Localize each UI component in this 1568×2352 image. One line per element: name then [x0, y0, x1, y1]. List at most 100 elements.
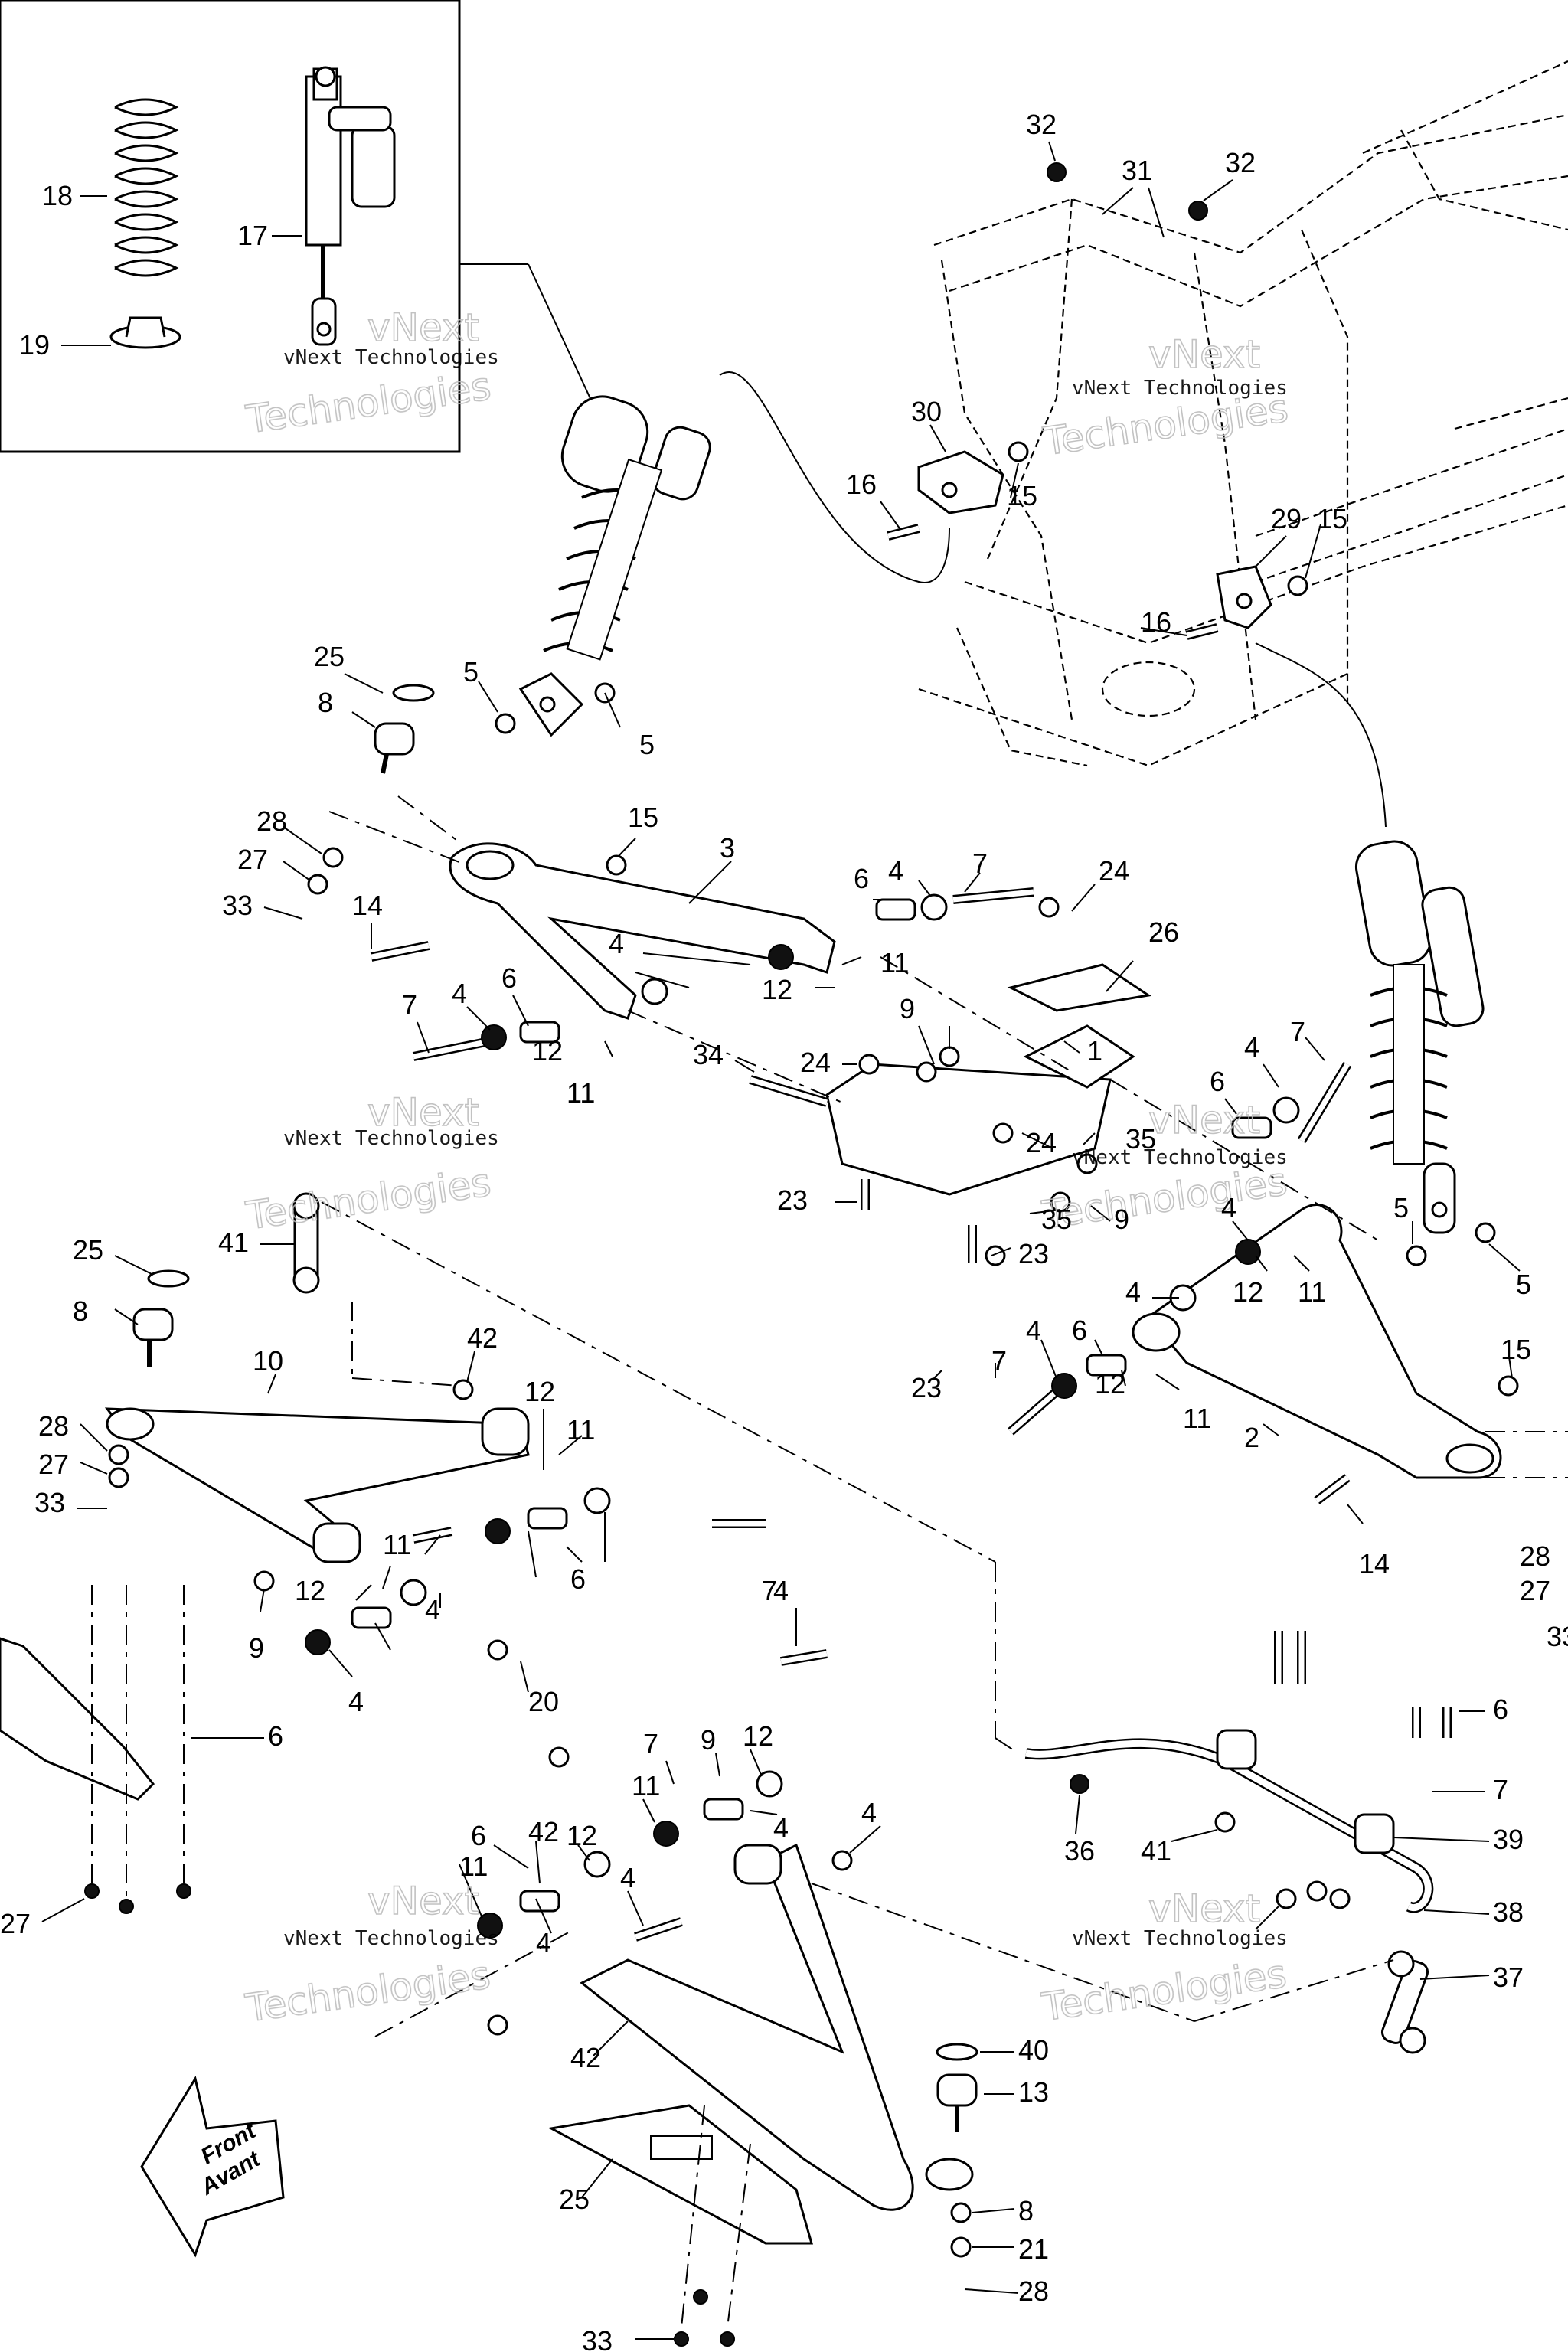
callout-number: 15	[1007, 480, 1037, 511]
callout-number: 28	[1018, 2275, 1049, 2307]
callout-number: 7	[972, 848, 988, 879]
callout-number: 24	[800, 1047, 831, 1078]
connector-line	[1255, 642, 1387, 828]
callout-number: 6	[1493, 1694, 1508, 1725]
callout-number: 33	[1547, 1621, 1568, 1652]
callout-number: 36	[1064, 1835, 1095, 1867]
callout-number: 4	[452, 978, 467, 1009]
callout-number: 15	[1501, 1334, 1531, 1365]
callout-number: 11	[383, 1529, 411, 1560]
callout-number: 14	[352, 890, 383, 921]
callout-number: 34	[693, 1039, 724, 1070]
callout-number: 4	[1244, 1031, 1259, 1063]
callout-number: 40	[1018, 2034, 1049, 2066]
callout-number: 7	[762, 1575, 777, 1606]
callout-number: 23	[777, 1184, 808, 1216]
bushing-part	[305, 893, 1300, 1939]
callout-number: 12	[295, 1575, 325, 1606]
callout-number: 18	[42, 180, 73, 211]
connector-line	[719, 371, 950, 583]
callout-number: 4	[1221, 1192, 1236, 1223]
watermark-large-text: Technologies	[1039, 1159, 1289, 1237]
callout-number: 42	[467, 1322, 498, 1354]
callout-number: 8	[1018, 2195, 1034, 2226]
callout-number: 39	[1493, 1824, 1524, 1855]
callout-number: 12	[567, 1820, 597, 1851]
spring-seat-part	[109, 316, 181, 349]
callout-number: 1	[1087, 1035, 1102, 1067]
upper-a-arm-right-part	[1132, 1204, 1502, 1479]
callout-number: 25	[559, 2184, 590, 2215]
watermark-text: vNext Technologies	[1072, 1927, 1288, 1950]
callout-number: 4	[861, 1797, 877, 1828]
callout-number: 5	[1393, 1192, 1409, 1223]
callout-number: 32	[1225, 147, 1256, 178]
watermark-large-text: vNext	[1148, 1886, 1260, 1931]
callout-number: 9	[1114, 1204, 1129, 1235]
callout-number: 5	[639, 729, 655, 760]
callout-number: 4	[425, 1594, 440, 1625]
callout-number: 15	[1317, 503, 1348, 534]
watermark-text: vNext Technologies	[1072, 377, 1288, 400]
callout-number: 33	[34, 1487, 65, 1518]
callout-number: 11	[459, 1851, 488, 1882]
upper-shock-bracket-part	[917, 450, 1272, 629]
front-shock-left-part	[518, 395, 711, 737]
watermark-large-text: vNext	[1148, 332, 1260, 377]
front-shock-right-part	[1354, 840, 1485, 1234]
ball-joint-part	[132, 684, 978, 2132]
callout-number: 31	[1122, 155, 1152, 186]
callout-number: 3	[720, 832, 735, 864]
coil-spring-part	[114, 98, 179, 277]
callout-number: 12	[1233, 1276, 1263, 1308]
watermark-large-text: Technologies	[243, 1952, 493, 2030]
callout-number: 20	[528, 1686, 559, 1717]
center-bracket-part	[825, 963, 1152, 1196]
callout-number: 2	[1244, 1422, 1259, 1453]
lower-a-arm-left-part	[104, 1407, 530, 1564]
callout-number: 7	[402, 989, 417, 1021]
callout-number: 42	[570, 2042, 601, 2073]
callout-number: 41	[1141, 1835, 1171, 1867]
callout-number: 9	[701, 1724, 716, 1756]
callout-number: 11	[1183, 1403, 1211, 1434]
callout-number: 4	[1026, 1315, 1041, 1346]
nut-washer-part	[84, 162, 1519, 2347]
shock-detail-inset	[0, 0, 598, 453]
callout-number: 11	[567, 1077, 595, 1109]
callout-number: 10	[253, 1345, 283, 1377]
callout-number: 4	[1125, 1276, 1141, 1308]
callout-number: 9	[249, 1632, 264, 1664]
callout-number: 21	[1018, 2233, 1049, 2265]
callout-number: 12	[524, 1376, 555, 1407]
callout-number: 28	[38, 1410, 69, 1442]
callout-number: 16	[1141, 606, 1171, 638]
watermark-text: vNext Technologies	[283, 1927, 499, 1950]
callout-number: 6	[1072, 1315, 1087, 1346]
callout-number: 17	[237, 220, 268, 251]
bolt-part	[370, 524, 1452, 1942]
callout-number: 7	[991, 1345, 1007, 1377]
callout-number: 12	[762, 974, 792, 1005]
callout-number: 38	[1493, 1896, 1524, 1928]
callout-number: 8	[318, 687, 333, 718]
callout-number: 41	[218, 1227, 249, 1258]
callout-number: 7	[643, 1728, 658, 1759]
callout-number: 19	[19, 329, 50, 361]
sway-bar-link-part	[292, 1192, 1429, 2054]
shock-absorber-detail-part	[305, 66, 396, 346]
callout-number: 4	[609, 928, 624, 959]
callout-number: 27	[237, 844, 268, 875]
lower-a-arm-right-part	[580, 1843, 974, 2211]
callout-number: 12	[532, 1035, 563, 1067]
sway-bar-part	[1024, 1729, 1434, 1913]
callout-number: 35	[1041, 1204, 1072, 1235]
callout-number: 23	[1018, 1238, 1049, 1269]
callout-number: 24	[1026, 1127, 1057, 1158]
watermark-large-text: vNext	[368, 1090, 479, 1135]
callout-number: 11	[1298, 1276, 1326, 1308]
callout-number: 11	[567, 1414, 595, 1446]
callout-number: 4	[536, 1927, 551, 1958]
callout-number: 6	[501, 962, 517, 994]
